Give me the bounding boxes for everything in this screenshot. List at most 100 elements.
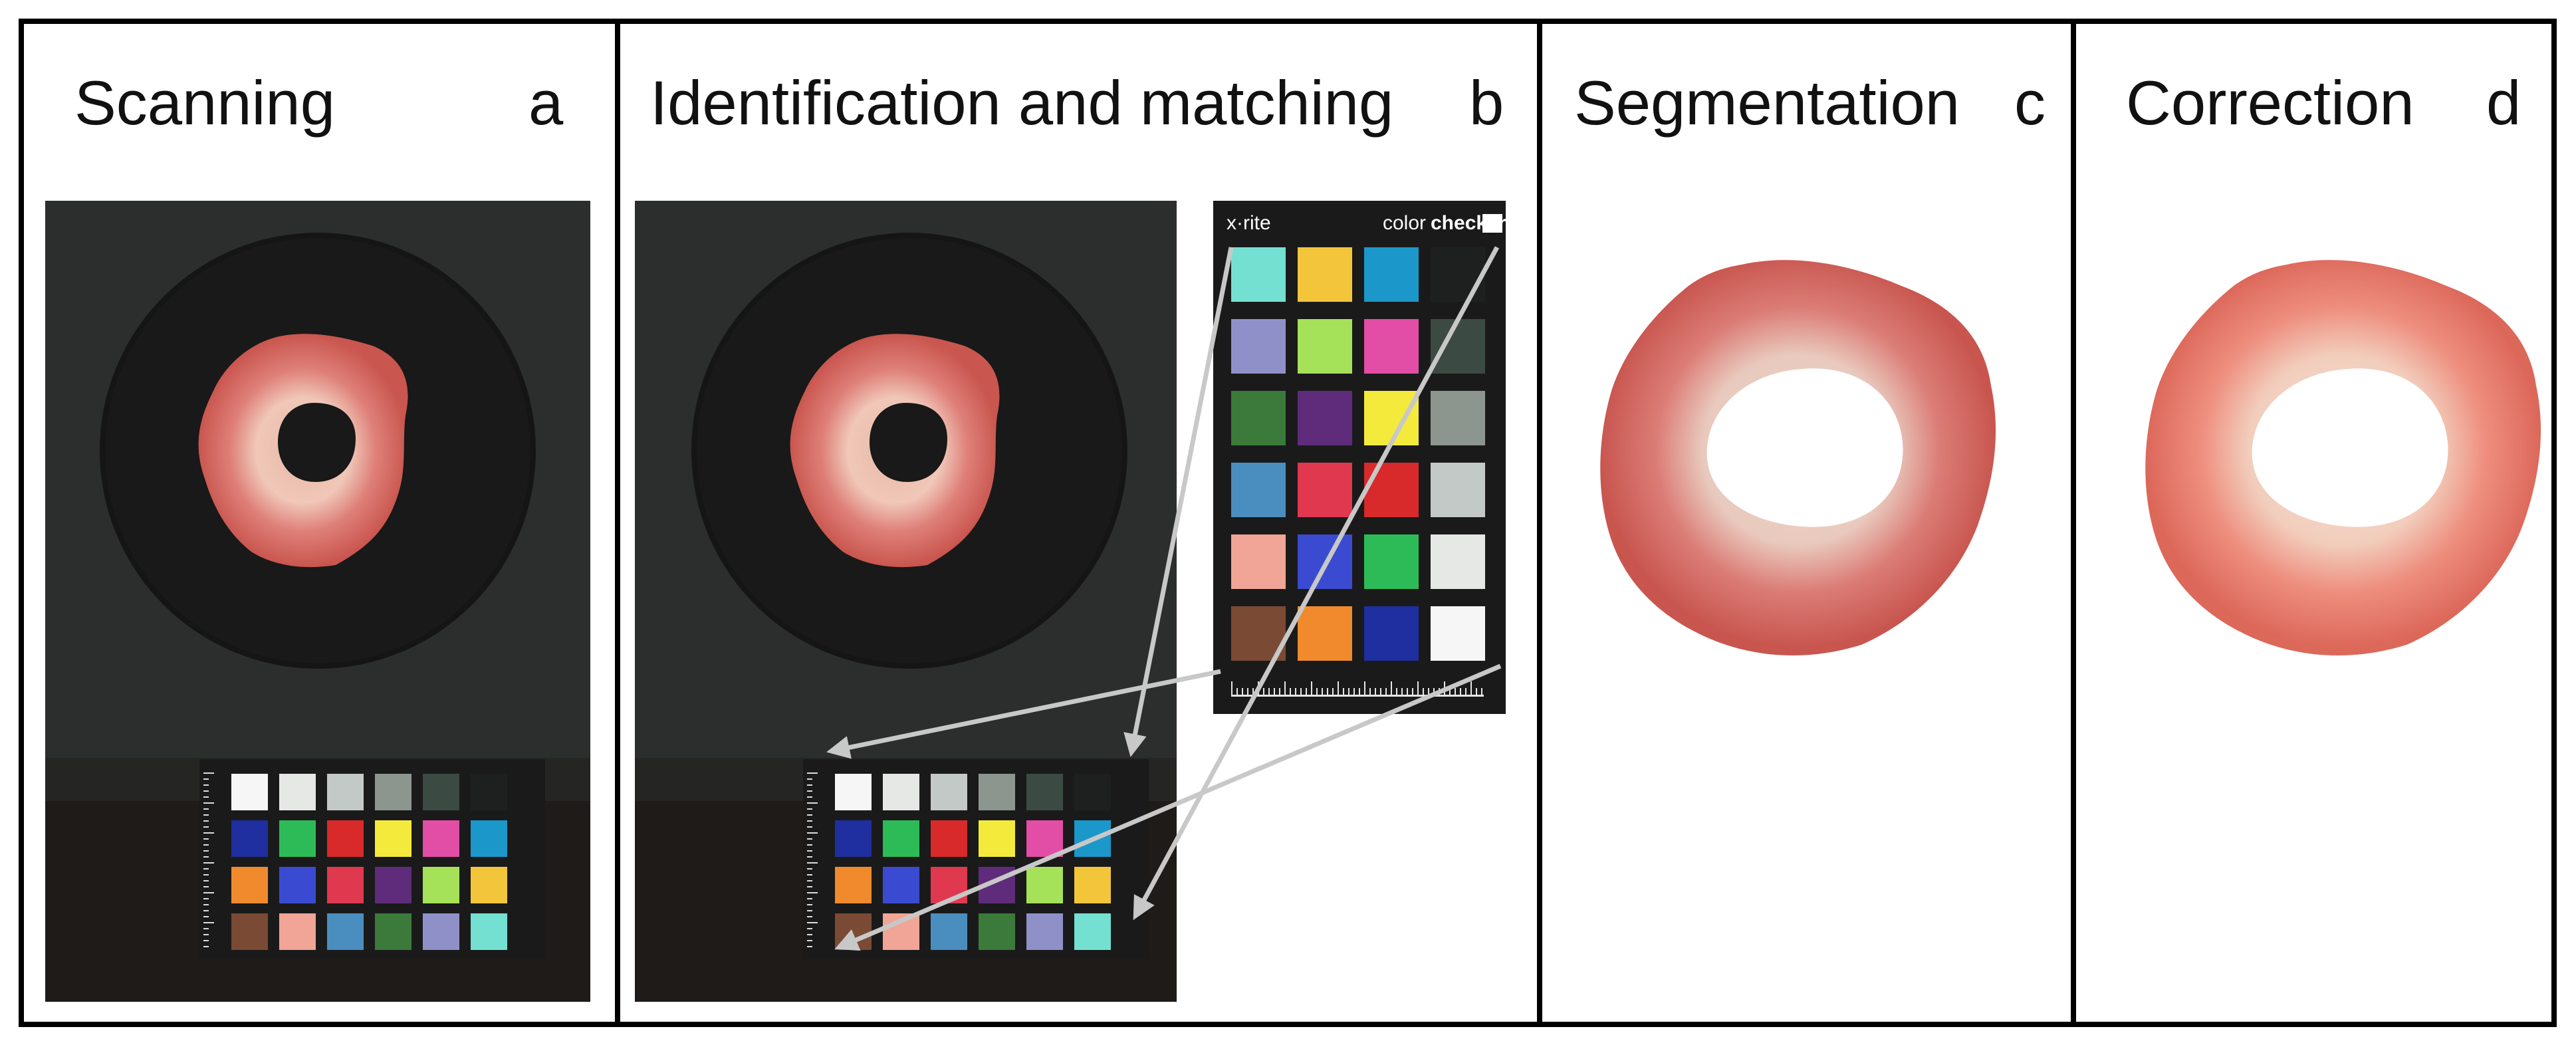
ruler-tick: [807, 844, 812, 846]
colorchecker-label-light: color: [1383, 212, 1426, 234]
ruler-tick: [1284, 681, 1286, 695]
ruler-tick: [1274, 688, 1275, 695]
ruler-tick: [1311, 681, 1312, 695]
panel-divider-cd: [2071, 19, 2076, 1027]
patch-small-r1c4: [423, 820, 459, 857]
ruler-tick: [1465, 688, 1466, 695]
patch-small-r1c0: [231, 820, 268, 857]
ruler-tick: [807, 946, 812, 947]
patch-small-r0c0: [231, 774, 268, 810]
panel-b-title: Identification and matching: [650, 68, 1394, 138]
ruler-tick: [1332, 688, 1334, 695]
ruler-tick: [203, 814, 209, 816]
panel-c-letter: c: [2014, 68, 2046, 138]
ruler-tick: [1428, 688, 1429, 695]
ruler-tick: [1236, 688, 1238, 695]
ruler-tick: [203, 910, 209, 911]
ruler-tick: [1300, 688, 1302, 695]
ruler-tick: [807, 940, 812, 941]
ruler-tick: [807, 784, 812, 786]
ruler-tick: [1343, 688, 1344, 695]
ruler-tick: [1407, 688, 1408, 695]
ruler-tick: [203, 940, 209, 941]
ruler-tick: [1391, 681, 1392, 695]
ruler-tick: [203, 826, 209, 828]
ruler-tick: [1353, 688, 1355, 695]
patch-small-r2c2: [327, 867, 364, 903]
patch-small-r2c0: [231, 867, 268, 903]
panel-d-letter: d: [2486, 68, 2521, 138]
ruler-tick: [203, 784, 209, 786]
ruler-tick: [1359, 688, 1360, 695]
patch-ref-r2c2: [1364, 391, 1419, 445]
ruler-tick: [807, 904, 812, 905]
ruler-tick: [1306, 688, 1307, 695]
patch-small-r0c4: [423, 774, 459, 810]
patch-small-r0c3: [979, 774, 1015, 810]
patch-small-r2c1: [883, 867, 919, 903]
panel-divider-ab: [615, 19, 620, 1027]
ruler-tick: [203, 886, 209, 887]
patch-small-r1c3: [375, 820, 411, 857]
patch-small-r2c4: [423, 867, 459, 903]
panel-divider-bc: [1537, 19, 1542, 1027]
ruler-tick: [1263, 688, 1264, 695]
ruler-tick: [807, 868, 812, 870]
apple-ring-corrected: [2145, 260, 2541, 656]
ruler-tick: [807, 826, 812, 828]
patch-small-r2c3: [375, 867, 411, 903]
ruler-tick: [807, 898, 812, 899]
ruler-tick: [807, 838, 812, 840]
ruler-tick: [807, 808, 812, 810]
ruler-tick: [807, 916, 812, 917]
ruler-tick: [807, 922, 818, 923]
ruler-tick: [203, 808, 209, 810]
ruler-tick: [1417, 681, 1419, 695]
arrow-3: [826, 669, 1221, 759]
patch-small-r3c3: [375, 913, 411, 950]
ruler-tick: [1348, 688, 1349, 695]
ruler-tick: [203, 922, 214, 923]
ruler-tick: [1385, 688, 1387, 695]
arrow-1: [1123, 247, 1234, 757]
patch-ref-r3c0: [1231, 463, 1286, 517]
ruler-tick: [807, 790, 812, 792]
patch-ref-r0c3: [1431, 247, 1485, 302]
patch-small-r1c2: [327, 820, 364, 857]
ruler-tick: [807, 772, 818, 774]
patch-small-r3c1: [279, 913, 316, 950]
ruler-tick: [1455, 688, 1456, 695]
patch-ref-r5c2: [1364, 606, 1419, 661]
ruler-tick: [203, 946, 209, 947]
ruler-tick: [203, 934, 209, 935]
ruler-tick: [1316, 688, 1318, 695]
ruler-tick: [203, 778, 209, 780]
ruler-tick: [1322, 688, 1323, 695]
patch-ref-r0c1: [1298, 247, 1352, 302]
ruler-tick: [1401, 688, 1403, 695]
ruler-tick: [203, 862, 214, 864]
ruler-tick: [203, 892, 214, 893]
ruler-tick: [807, 850, 812, 852]
ruler-tick: [203, 838, 209, 840]
patch-small-r0c2: [327, 774, 364, 810]
patch-small-r0c5: [1074, 774, 1111, 810]
ruler-tick: [807, 862, 818, 864]
ruler-tick: [1231, 681, 1232, 695]
patch-small-r3c5: [471, 913, 507, 950]
ruler-tick: [807, 778, 812, 780]
patch-small-r2c2: [931, 867, 967, 903]
ruler-tick: [203, 916, 209, 917]
matching-arrows: [826, 246, 1502, 951]
ruler-tick: [203, 868, 209, 870]
patch-ref-r4c2: [1364, 534, 1419, 589]
patch-small-r2c5: [1074, 867, 1111, 903]
ruler-tick: [1252, 688, 1254, 695]
patch-ref-r1c2: [1364, 319, 1419, 374]
patch-ref-r1c3: [1431, 319, 1485, 374]
patch-small-r0c4: [1026, 774, 1063, 810]
apple-ring-segmented: [1600, 260, 1996, 656]
colorchecker-small-a: [199, 759, 545, 959]
patch-small-r0c5: [471, 774, 507, 810]
